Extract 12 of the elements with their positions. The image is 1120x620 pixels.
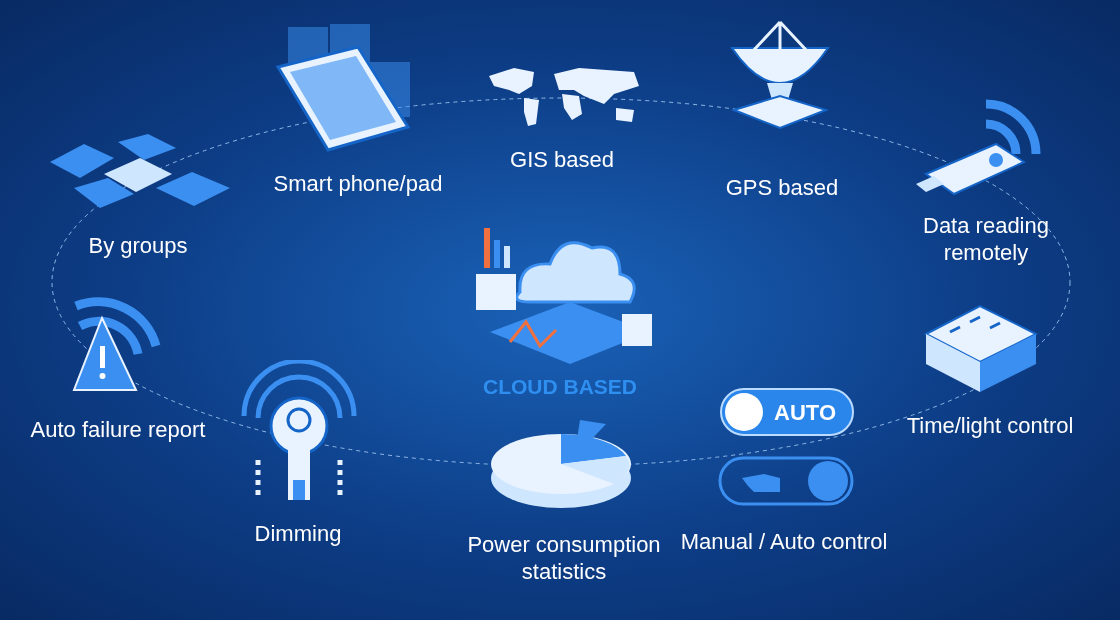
feature-label: Smart phone/pad (272, 170, 444, 197)
feature-label: Power consumption statistics (466, 531, 662, 585)
feature-label: GPS based (724, 174, 840, 201)
feature-label: GIS based (509, 146, 615, 173)
auto-toggle-switch: AUTO (720, 388, 854, 436)
feature-label: Auto failure report (29, 416, 207, 443)
feature-label: Data reading remotely (922, 212, 1050, 266)
center-title: CLOUD BASED (482, 374, 638, 400)
feature-label: Dimming (253, 520, 343, 547)
feature-label: Time/light control (905, 412, 1075, 439)
feature-label: By groups (87, 232, 189, 259)
feature-label: Manual / Auto control (679, 528, 889, 555)
